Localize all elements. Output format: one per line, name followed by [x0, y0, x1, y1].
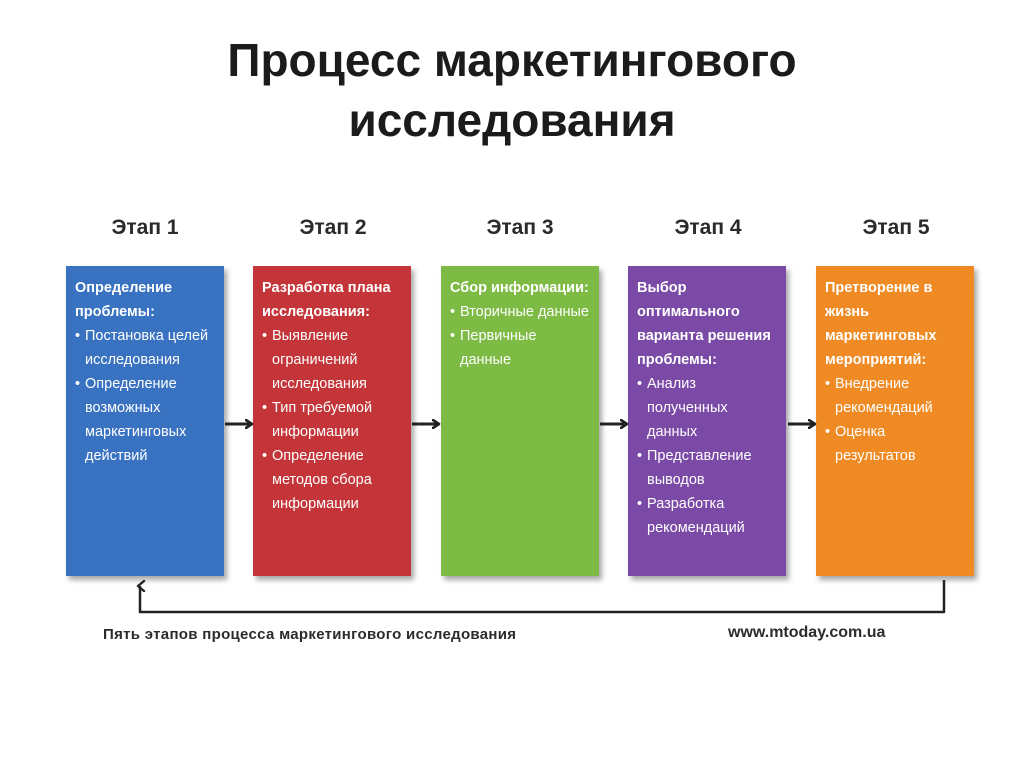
- stage-4-label: Этап 4: [674, 216, 742, 239]
- slide-title-line-1: Процесс маркетингового: [227, 34, 797, 86]
- stage-4-item-2: Представление выводов: [637, 444, 778, 492]
- stage-3-label: Этап 3: [486, 216, 554, 239]
- stage-2-box: Разработка плана исследования: Выявление…: [253, 266, 411, 576]
- stage-2-item-2: Тип требуемой информации: [262, 396, 403, 444]
- stage-2-item-3: Определение методов сбора информации: [262, 444, 403, 516]
- stage-2-list: Выявление ограничений исследования Тип т…: [262, 324, 403, 516]
- diagram-caption: Пять этапов процесса маркетингового иссл…: [103, 626, 517, 643]
- stage-1-label: Этап 1: [111, 216, 179, 239]
- stage-5-item-1: Внедрение рекомендаций: [825, 372, 966, 420]
- stage-2-heading: Разработка плана исследования:: [262, 280, 391, 320]
- stage-1-item-1: Постановка целей исследования: [75, 324, 216, 372]
- slide-title-line-2: исследования: [348, 94, 676, 146]
- stage-4-item-1: Анализ полученных данных: [637, 372, 778, 444]
- stage-3-item-2: Первичные данные: [450, 324, 591, 372]
- slide-title: Процесс маркетингового исследования: [0, 30, 1024, 150]
- stage-3-box: Сбор информации: Вторичные данные Первич…: [441, 266, 599, 576]
- stage-1-heading: Определение проблемы:: [75, 280, 173, 320]
- stage-5-heading: Претворение в жизнь маркетинговых меропр…: [825, 280, 937, 368]
- stage-1-box: Определение проблемы: Постановка целей и…: [66, 266, 224, 576]
- stage-3-heading: Сбор информации:: [450, 280, 589, 296]
- stage-5-box: Претворение в жизнь маркетинговых меропр…: [816, 266, 974, 576]
- stage-1-item-2: Определение возможных маркетинговых дейс…: [75, 372, 216, 468]
- stage-4-box: Выбор оптимального варианта решения проб…: [628, 266, 786, 576]
- stage-2-item-1: Выявление ограничений исследования: [262, 324, 403, 396]
- stage-2-label: Этап 2: [299, 216, 367, 239]
- stage-3-item-1: Вторичные данные: [450, 300, 591, 324]
- feedback-arrow: [140, 580, 946, 614]
- stage-4-heading: Выбор оптимального варианта решения проб…: [637, 280, 771, 368]
- stage-3-list: Вторичные данные Первичные данные: [450, 300, 591, 372]
- stage-5-label: Этап 5: [862, 216, 930, 239]
- stage-1-list: Постановка целей исследования Определени…: [75, 324, 216, 468]
- stage-5-item-2: Оценка результатов: [825, 420, 966, 468]
- stage-4-item-3: Разработка рекомендаций: [637, 492, 778, 540]
- stage-4-list: Анализ полученных данных Представление в…: [637, 372, 778, 540]
- source-url: www.mtoday.com.ua: [728, 624, 886, 641]
- stage-5-list: Внедрение рекомендаций Оценка результато…: [825, 372, 966, 468]
